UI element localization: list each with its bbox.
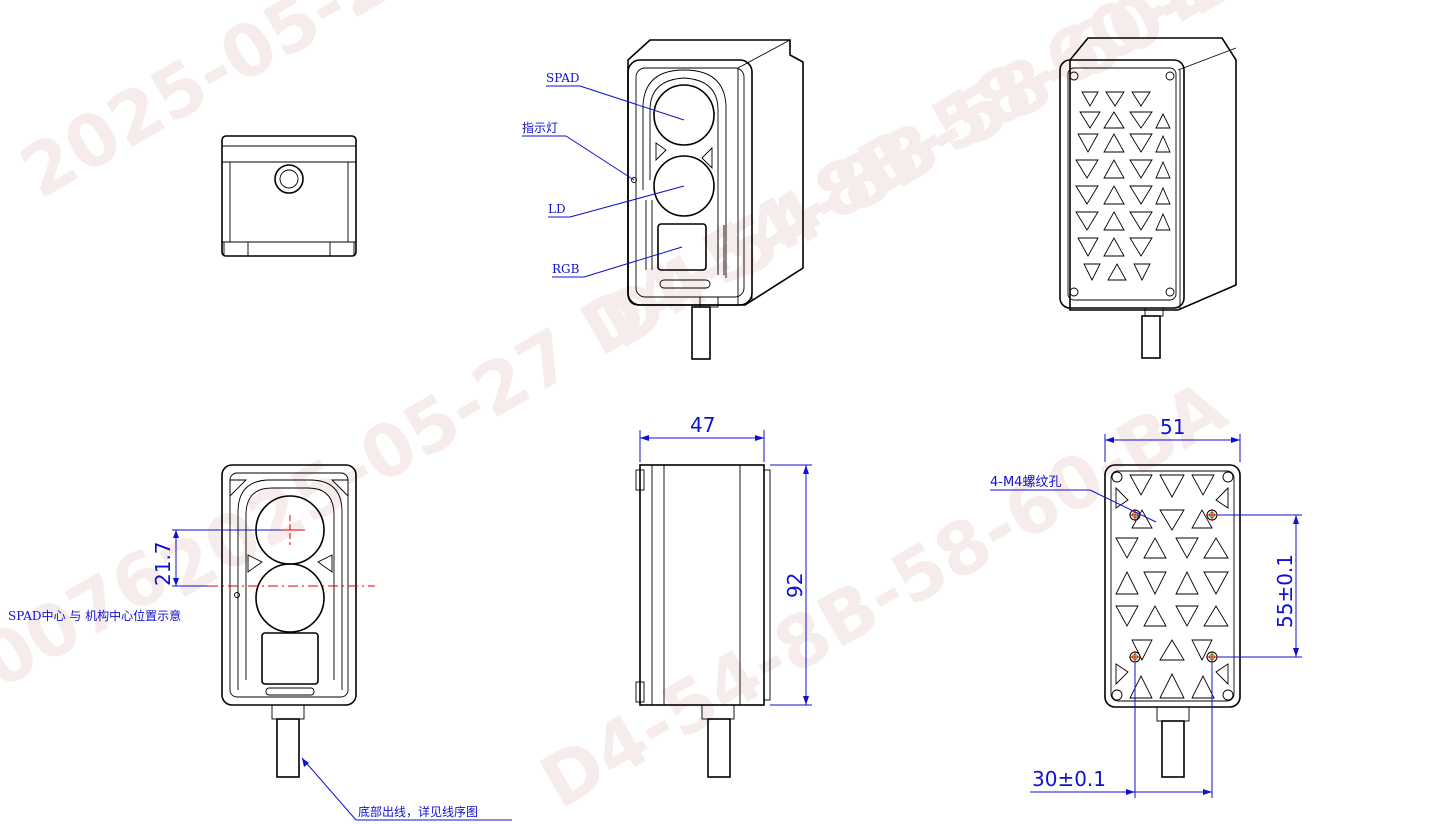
dimension-depth-value: 47 — [690, 413, 715, 437]
view-front-elevation — [208, 464, 375, 778]
callout-cable: 底部出线，详见线序图 — [301, 757, 512, 821]
dimension-width-value: 51 — [1160, 415, 1185, 439]
dimension-spad-offset-value: 21.7 — [151, 541, 175, 586]
callout-thread-holes: 4-M4螺纹孔 — [990, 475, 1157, 523]
callout-spad-center-note: SPAD中心 与 机构中心位置示意 — [8, 608, 181, 623]
view-cable-end — [221, 135, 357, 257]
callout-cable-note: 底部出线，详见线序图 — [358, 804, 478, 819]
callout-thread-holes-label: 4-M4螺纹孔 — [990, 475, 1061, 490]
dimension-spad-offset: 21.7 — [151, 529, 282, 587]
dimension-hole-pitch-horizontal: 30±0.1 — [1030, 663, 1213, 798]
dimension-width: 51 — [1104, 415, 1241, 462]
view-isometric-front — [627, 39, 804, 360]
callout-group-front: SPAD 指示灯 LD RGB — [522, 71, 685, 278]
callout-ld-label: LD — [548, 202, 566, 216]
callout-indicator-label: 指示灯 — [522, 120, 558, 135]
dimension-hole-pitch-vertical-value: 55±0.1 — [1273, 554, 1297, 628]
view-side-elevation — [635, 464, 771, 778]
dimension-depth: 47 — [639, 413, 765, 462]
dimension-height-value: 92 — [783, 573, 807, 598]
view-isometric-back — [1059, 37, 1237, 359]
callout-rgb-label: RGB — [552, 262, 580, 276]
callout-spad-label: SPAD — [546, 71, 579, 85]
dimension-hole-pitch-horizontal-value: 30±0.1 — [1032, 767, 1106, 791]
watermark-date-top: 2025-05-27 — [7, 0, 448, 215]
dimension-hole-pitch-vertical: 55±0.1 — [1218, 514, 1302, 658]
dimension-height: 92 — [770, 464, 812, 706]
view-back-elevation — [1104, 464, 1241, 778]
